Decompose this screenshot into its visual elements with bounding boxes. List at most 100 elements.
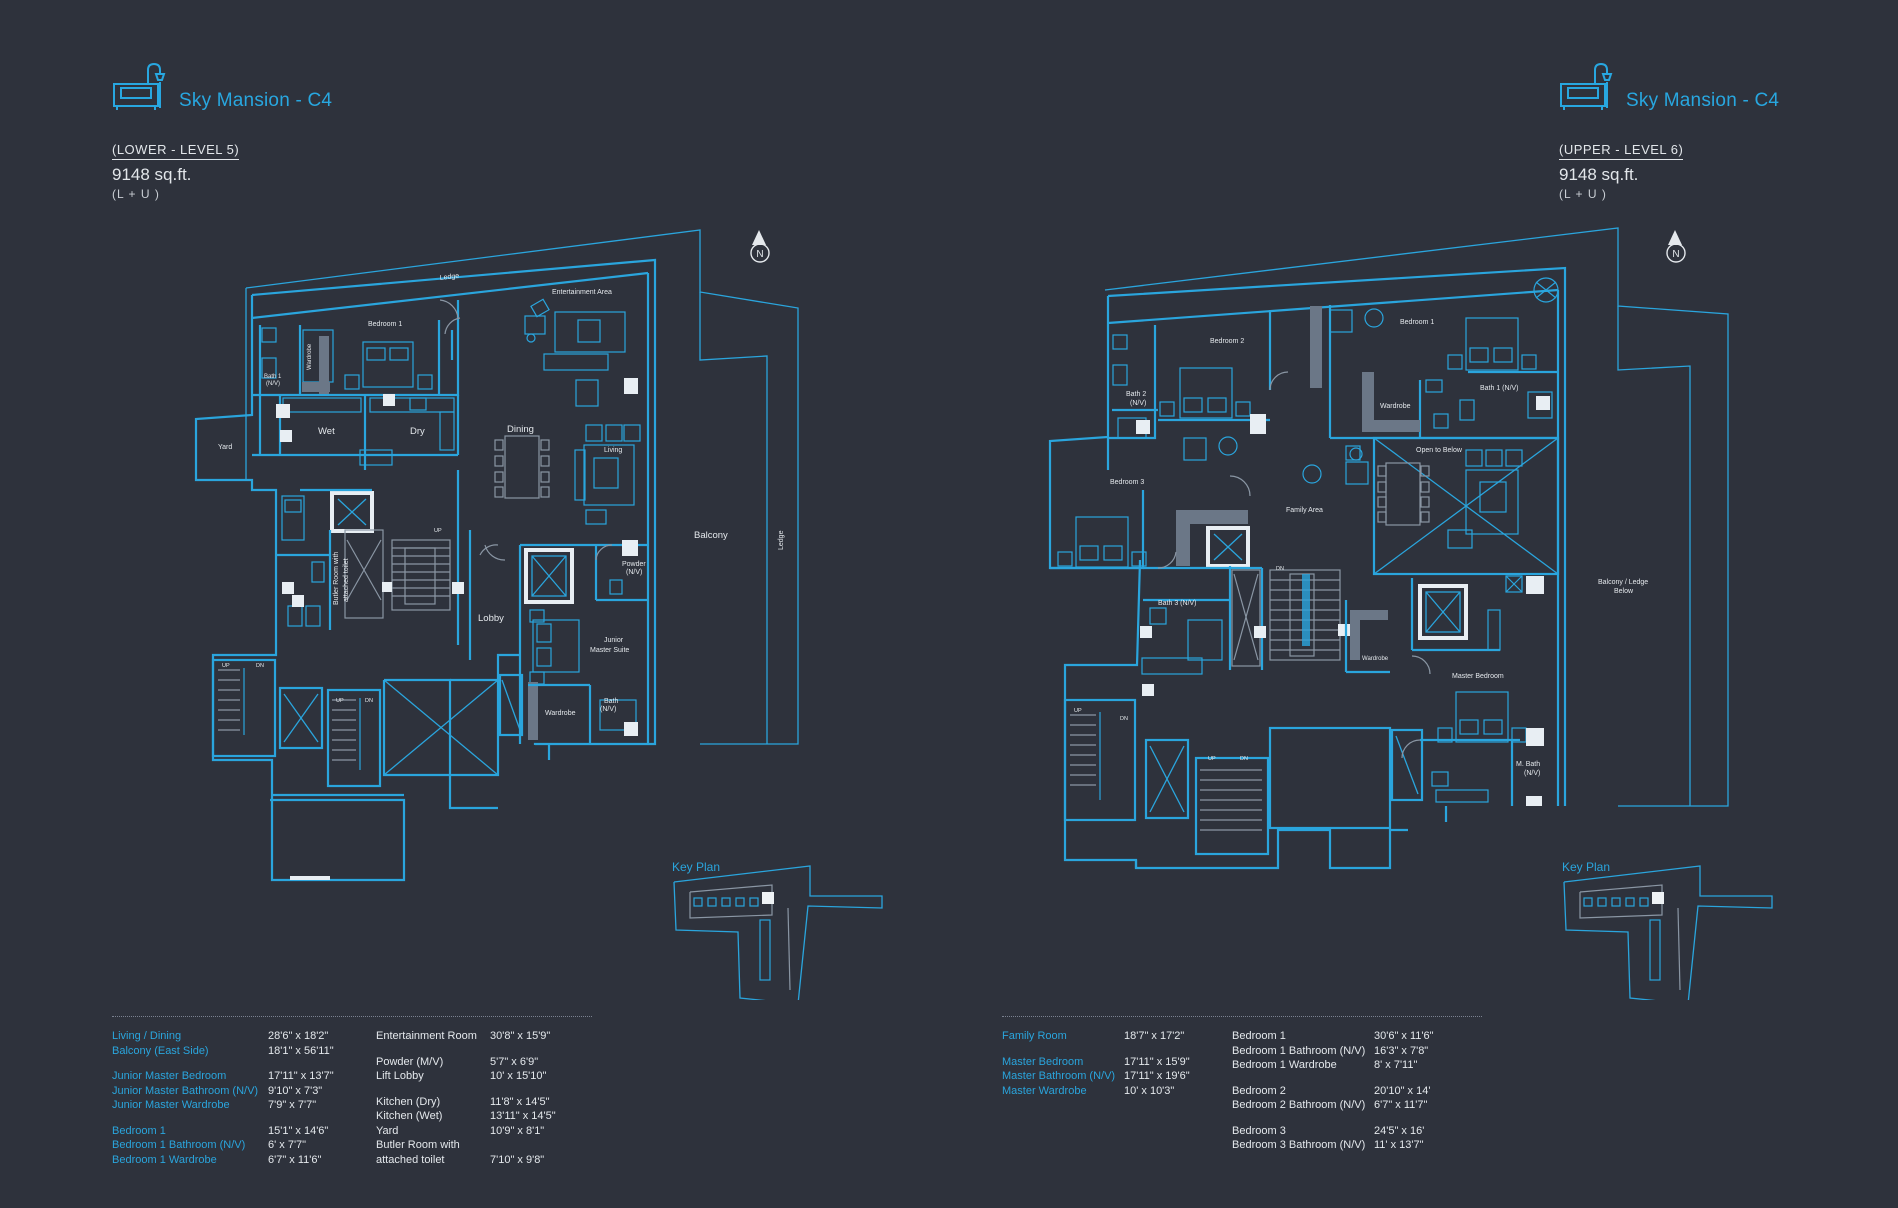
- spec-size: 10'9" x 8'1": [490, 1124, 545, 1137]
- spec-size: 7'9" x 7'7": [268, 1099, 317, 1111]
- sofa-lamp-icon: [1560, 62, 1613, 110]
- spec-room: Family Room: [1002, 1030, 1067, 1042]
- bath1-nv-label: (N/V): [266, 381, 280, 387]
- bath2-label: Bath 2: [1126, 391, 1146, 398]
- spec-room: Bedroom 2: [1232, 1084, 1286, 1097]
- spec-size: 11' x 13'7": [1374, 1139, 1424, 1151]
- junior2-label: Master Suite: [590, 647, 629, 654]
- right-level: (UPPER - LEVEL 6): [1559, 142, 1684, 160]
- spec-room: Junior Master Bedroom: [112, 1070, 227, 1082]
- spec-size: 17'11" x 15'9": [1124, 1055, 1190, 1068]
- spec-row: Balcony (East Side) 18'1" x 56'11": [112, 1044, 334, 1059]
- up-label: UP: [434, 528, 442, 534]
- spec-size: 6'7" x 11'6": [268, 1153, 322, 1166]
- entertainment-label: Entertainment Area: [552, 289, 612, 296]
- right-specs-col1-list: Family Room 18'7" x 17'2" Master Bedroom 17…: [1002, 1029, 1190, 1098]
- spec-size: 5'7" x 6'9": [490, 1055, 539, 1068]
- spec-size: 9'10" x 7'3": [268, 1084, 323, 1097]
- spec-row: Bedroom 3 Bathroom (N/V) 11' x 13'7": [1232, 1138, 1434, 1153]
- spec-room: Living / Dining: [112, 1030, 182, 1042]
- spec-room: Balcony (East Side): [112, 1044, 209, 1057]
- spec-row: Bedroom 1 30'6" x 11'6": [1232, 1029, 1434, 1044]
- powder-label: Powder: [622, 561, 646, 568]
- bath-nv-label: (N/V): [600, 706, 616, 713]
- spec-size: 20'10" x 14': [1374, 1084, 1431, 1097]
- bath-label: Bath: [604, 698, 619, 705]
- spec-room: Lift Lobby: [376, 1070, 424, 1082]
- up-label: UP: [222, 663, 230, 669]
- spec-size: 17'11" x 19'6": [1124, 1070, 1190, 1082]
- powder-nv-label: (N/V): [626, 569, 642, 576]
- spec-size: 18'7" x 17'2": [1124, 1030, 1185, 1042]
- wardrobe-label: Wardrobe: [1380, 403, 1411, 410]
- spec-size: 6' x 7'7": [268, 1139, 307, 1151]
- spec-size: 10' x 10'3": [1124, 1084, 1175, 1097]
- spec-size: 18'1" x 56'11": [268, 1044, 334, 1057]
- spec-size: 28'6" x 18'2": [268, 1030, 329, 1042]
- spec-gap: [1232, 1073, 1434, 1084]
- butler-label: Butler Room with: [333, 552, 340, 605]
- key-plan-diagram: [673, 865, 883, 1000]
- left-key-plan-label: Key Plan: [672, 860, 721, 874]
- left-title: Sky Mansion - C4: [179, 90, 333, 111]
- spec-size: 6'7" x 11'7": [1374, 1099, 1428, 1111]
- spec-room: Bedroom 1 Bathroom (N/V): [112, 1139, 246, 1151]
- spec-size: 30'8" x 15'9": [490, 1030, 551, 1042]
- bedroom2-label: Bedroom 2: [1210, 338, 1244, 345]
- left-divider: [112, 1016, 592, 1017]
- spec-row: Master Bedroom 17'11" x 15'9": [1002, 1055, 1190, 1070]
- compass-n-label: N: [756, 249, 763, 260]
- compass-n-label: N: [1672, 249, 1679, 260]
- left-area-note: (L + U ): [112, 187, 160, 201]
- spec-room: Bedroom 3 Bathroom (N/V): [1232, 1139, 1366, 1151]
- spec-room: Master Bathroom (N/V): [1002, 1070, 1116, 1082]
- butler2-label: attached toilet: [343, 558, 350, 602]
- spec-room: Powder (M/V): [376, 1055, 444, 1068]
- spec-room: Master Wardrobe: [1002, 1084, 1087, 1097]
- left-area: 9148 sq.ft.: [112, 165, 192, 184]
- balcony-label: Balcony: [694, 530, 728, 541]
- up-label: UP: [1208, 756, 1216, 762]
- spec-row: Kitchen (Dry)11'8" x 14'5": [376, 1095, 556, 1110]
- bedroom1-label: Bedroom 1: [368, 321, 402, 328]
- dn-label: DN: [1240, 756, 1248, 762]
- spec-row: Bedroom 2 20'10" x 14': [1232, 1084, 1434, 1099]
- spec-row: Junior Master Bathroom (N/V) 9'10" x 7'3": [112, 1084, 334, 1099]
- spec-gap: [1232, 1113, 1434, 1124]
- dn-label: DN: [1276, 566, 1284, 572]
- lower-level-plan: Ledge Entertainment Area Bedroom 1 Wardr…: [194, 229, 883, 1000]
- spec-room: Bedroom 1: [1232, 1030, 1286, 1042]
- spec-room: Master Bedroom: [1002, 1055, 1084, 1068]
- sofa-lamp-icon: [113, 62, 166, 110]
- dn-label: DN: [365, 698, 373, 704]
- up-label: UP: [336, 698, 344, 704]
- floor-plans: .w { fill:none; stroke:#2aa5dd; stroke-w…: [194, 227, 1773, 1000]
- spec-room: Butler Room with: [376, 1139, 460, 1151]
- up-label: UP: [1074, 708, 1082, 714]
- compass-icon: N: [750, 230, 770, 263]
- spec-room: Junior Master Bathroom (N/V): [112, 1084, 259, 1097]
- spec-gap: [1002, 1044, 1190, 1055]
- spec-gap: [376, 1084, 556, 1095]
- master-label: Master Bedroom: [1452, 673, 1504, 680]
- right-area-note: (L + U ): [1559, 187, 1607, 201]
- ledge-top-label: Ledge: [439, 273, 459, 282]
- spec-size: 30'6" x 11'6": [1374, 1030, 1434, 1042]
- dn-label: DN: [1120, 716, 1128, 722]
- spec-row: Powder (M/V) 5'7" x 6'9": [376, 1055, 556, 1070]
- ledge-right-label: Ledge: [778, 530, 785, 550]
- lobby-label: Lobby: [478, 613, 504, 624]
- spec-row: Family Room 18'7" x 17'2": [1002, 1029, 1190, 1044]
- dining-label: Dining: [507, 424, 534, 435]
- spec-size: 7'10" x 9'8": [490, 1153, 545, 1166]
- bath3-label: Bath 3 (N/V): [1158, 600, 1197, 607]
- spec-size: 10' x 15'10": [490, 1070, 547, 1082]
- mbath-label: M. Bath: [1516, 761, 1540, 768]
- left-header: Sky Mansion - C4 (LOWER - LEVEL 5) 9148 …: [112, 62, 412, 212]
